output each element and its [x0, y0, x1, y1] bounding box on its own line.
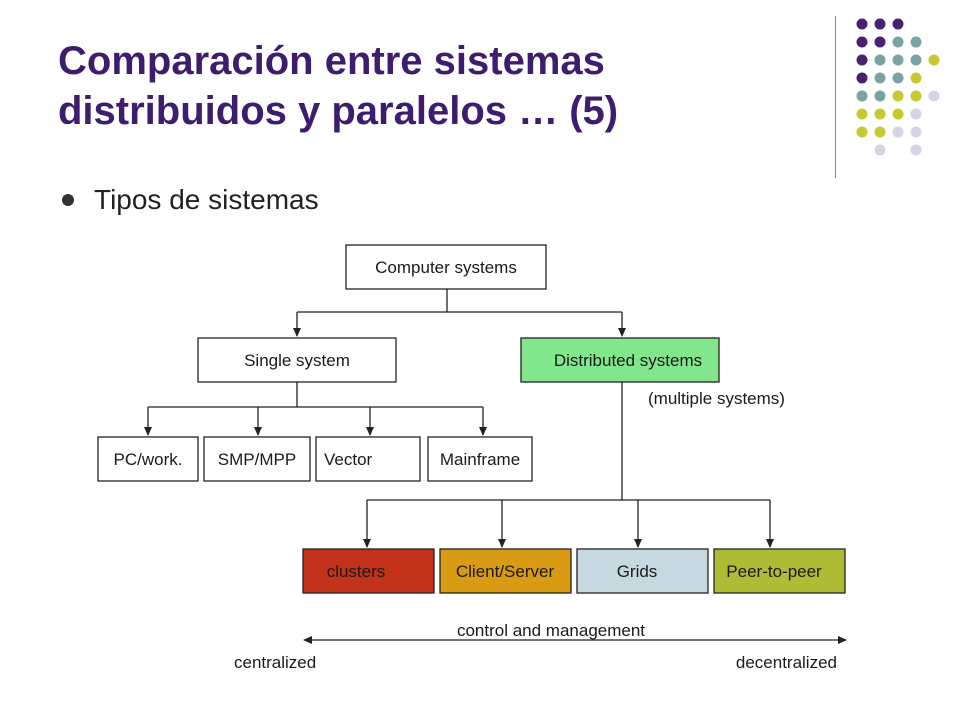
node-box	[345, 244, 547, 290]
node-label: Distributed systems	[554, 351, 702, 370]
node-label: Computer systems	[375, 258, 517, 277]
title-line-1: Comparación entre sistemas	[58, 39, 605, 83]
dot	[892, 72, 904, 84]
dot	[856, 54, 868, 66]
dot	[892, 18, 904, 30]
dot	[892, 90, 904, 102]
dot	[856, 108, 868, 120]
node-computer-systems: Computer systems	[345, 244, 547, 290]
node-box	[576, 548, 709, 594]
dot	[874, 54, 886, 66]
dot	[856, 90, 868, 102]
node-box	[315, 436, 421, 482]
node-label: Grids	[617, 562, 658, 581]
node-box	[520, 337, 720, 383]
decorative-dot-grid	[856, 18, 940, 156]
node-vector: Vector	[315, 436, 421, 482]
dot	[856, 18, 868, 30]
dot	[874, 90, 886, 102]
dot	[910, 36, 922, 48]
dot	[910, 108, 922, 120]
dot	[856, 72, 868, 84]
node-box	[302, 548, 435, 594]
node-smp-mpp: SMP/MPP	[203, 436, 311, 482]
node-clusters: clusters	[302, 548, 435, 594]
node-box	[97, 436, 199, 482]
dot	[874, 72, 886, 84]
dot	[874, 144, 886, 156]
dot	[856, 36, 868, 48]
dot	[874, 108, 886, 120]
node-distributed-systems: Distributed systems	[520, 337, 720, 383]
bullet-dot	[62, 194, 74, 206]
dot	[892, 108, 904, 120]
node-label: SMP/MPP	[218, 450, 296, 469]
node-client-server: Client/Server	[439, 548, 572, 594]
distributed-note: (multiple systems)	[648, 389, 785, 408]
axis-label: control and management	[457, 621, 645, 640]
node-label: Client/Server	[456, 562, 555, 581]
connectors	[144, 289, 774, 548]
node-label: Mainframe	[440, 450, 520, 469]
bullet-text: Tipos de sistemas	[94, 184, 319, 215]
dot	[892, 126, 904, 138]
axis-left-label: centralized	[234, 653, 316, 672]
slide-title: Comparación entre sistemas distribuidos …	[58, 36, 818, 136]
dot	[910, 54, 922, 66]
bullet-item: Tipos de sistemas	[62, 182, 319, 218]
node-label: Single system	[244, 351, 350, 370]
title-line-2: distribuidos y paralelos … (5)	[58, 89, 619, 133]
dot	[910, 126, 922, 138]
dot	[856, 126, 868, 138]
dot	[928, 54, 940, 66]
node-box	[203, 436, 311, 482]
node-label: clusters	[327, 562, 386, 581]
dot	[928, 90, 940, 102]
node-box	[439, 548, 572, 594]
dot	[874, 18, 886, 30]
dot	[892, 54, 904, 66]
node-box	[197, 337, 397, 383]
node-single-system: Single system	[197, 337, 397, 383]
axis-right-label: decentralized	[736, 653, 837, 672]
dot	[910, 72, 922, 84]
control-axis: control and management centralized decen…	[234, 621, 847, 672]
dot	[874, 126, 886, 138]
dot	[910, 90, 922, 102]
node-box	[713, 548, 846, 594]
node-label: Vector	[324, 450, 373, 469]
node-label: Peer-to-peer	[726, 562, 822, 581]
dot	[874, 36, 886, 48]
node-box	[427, 436, 533, 482]
node-grids: Grids	[576, 548, 709, 594]
node-peer-to-peer: Peer-to-peer	[713, 548, 846, 594]
dot	[892, 36, 904, 48]
node-label: PC/work.	[114, 450, 183, 469]
header-divider	[835, 16, 836, 178]
node-pc-workstation: PC/work.	[97, 436, 199, 482]
node-mainframe: Mainframe	[427, 436, 533, 482]
dot	[910, 144, 922, 156]
